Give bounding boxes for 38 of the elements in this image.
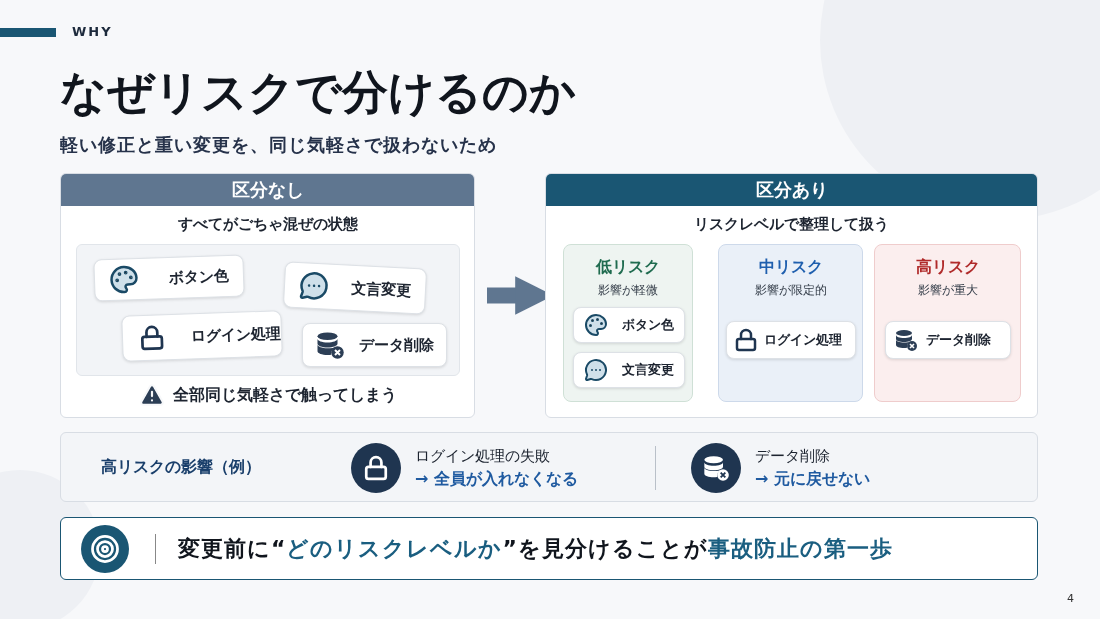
- risk-title: 中リスク: [757, 257, 824, 278]
- key-message: 変更前に“どのリスクレベルか”を見分けることが: [178, 534, 708, 563]
- impact-item-title: ログイン処理の失敗: [415, 446, 551, 466]
- impact-item-title: データ削除: [755, 446, 831, 466]
- key-message-banner: [60, 517, 1038, 580]
- impact-consequence: → 元に戻せない: [755, 468, 870, 490]
- impact-panel: [60, 432, 1038, 502]
- warning-text: 全部同じ気軽さで触ってしまう: [172, 384, 397, 406]
- subtitle: 軽い修正と重い変更を、同じ気軽さで扱わないため: [60, 133, 497, 157]
- title: なぜリスクで分けるのか: [60, 64, 576, 121]
- change-item-card: データ削除: [885, 321, 1011, 359]
- risk-level-card: [874, 244, 1021, 402]
- page-number: 4: [1067, 592, 1074, 605]
- risk-title: 低リスク: [594, 257, 661, 278]
- panel-header: 区分あり: [546, 174, 1037, 206]
- risk-level-card: [718, 244, 863, 402]
- change-item-card: データ削除: [302, 323, 447, 367]
- section-label: WHY: [72, 24, 113, 39]
- impact-consequence: → 全員が入れなくなる: [415, 468, 578, 490]
- key-message-emphasis: 事故防止の第一歩: [707, 534, 893, 563]
- risk-title: 高リスク: [914, 257, 981, 278]
- risk-description: 影響が軽微: [597, 282, 659, 299]
- panel-subtitle: リスクレベルで整理して扱う: [693, 215, 890, 234]
- change-item-card: ログイン処理: [121, 310, 283, 362]
- comparison-panel: [545, 173, 1038, 418]
- change-item-card: 文言変更: [282, 261, 428, 315]
- risk-description: 影響が重大: [916, 282, 979, 299]
- panel-subtitle: すべてがごちゃ混ぜの状態: [176, 215, 359, 234]
- change-item-card: ボタン色: [573, 307, 685, 343]
- change-item-card: ログイン処理: [726, 321, 856, 359]
- change-item-card: ボタン色: [93, 254, 245, 302]
- risk-level-card: [563, 244, 693, 402]
- comparison-panel: [60, 173, 475, 418]
- change-item-card: 文言変更: [573, 352, 685, 388]
- impact-heading: 高リスクの影響（例）: [101, 457, 261, 478]
- risk-description: 影響が限定的: [753, 282, 828, 299]
- mixed-area: [76, 244, 460, 376]
- panel-header: 区分なし: [61, 174, 474, 206]
